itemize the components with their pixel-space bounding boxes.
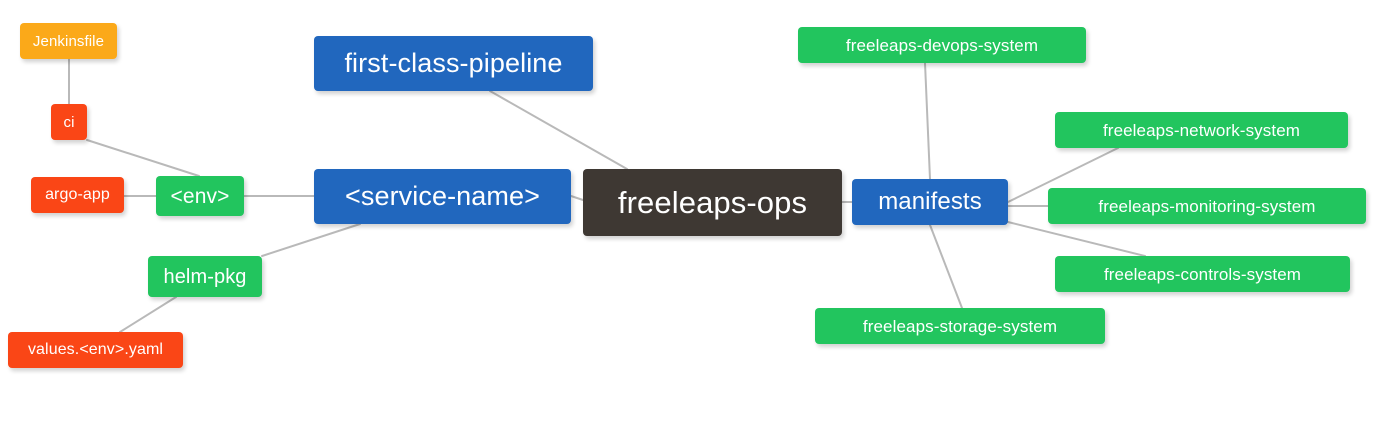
node-ci[interactable]: ci: [51, 104, 87, 140]
node-first-class[interactable]: first-class-pipeline: [314, 36, 593, 91]
node-devops-system[interactable]: freeleaps-devops-system: [798, 27, 1086, 63]
edge-manifests-to-devops-system: [924, 62, 931, 180]
edge-manifests-to-controls-system: [1007, 221, 1146, 257]
edge-service-name-to-freeleaps-ops: [570, 195, 584, 201]
node-service-name[interactable]: <service-name>: [314, 169, 571, 224]
edge-ci-to-env: [86, 139, 200, 177]
node-manifests[interactable]: manifests: [852, 179, 1008, 225]
node-helm-pkg[interactable]: helm-pkg: [148, 256, 262, 297]
node-env[interactable]: <env>: [156, 176, 244, 216]
edge-values-yaml-to-helm-pkg: [119, 296, 177, 333]
node-argo-app[interactable]: argo-app: [31, 177, 124, 213]
edge-manifests-to-storage-system: [929, 224, 963, 309]
node-controls-system[interactable]: freeleaps-controls-system: [1055, 256, 1350, 292]
edge-helm-pkg-to-service-name: [261, 223, 361, 257]
node-network-system[interactable]: freeleaps-network-system: [1055, 112, 1348, 148]
node-jenkinsfile[interactable]: Jenkinsfile: [20, 23, 117, 59]
node-freeleaps-ops[interactable]: freeleaps-ops: [583, 169, 842, 236]
node-values-yaml[interactable]: values.<env>.yaml: [8, 332, 183, 368]
edge-first-class-to-freeleaps-ops: [489, 90, 628, 170]
node-monitoring-system[interactable]: freeleaps-monitoring-system: [1048, 188, 1366, 224]
node-storage-system[interactable]: freeleaps-storage-system: [815, 308, 1105, 344]
